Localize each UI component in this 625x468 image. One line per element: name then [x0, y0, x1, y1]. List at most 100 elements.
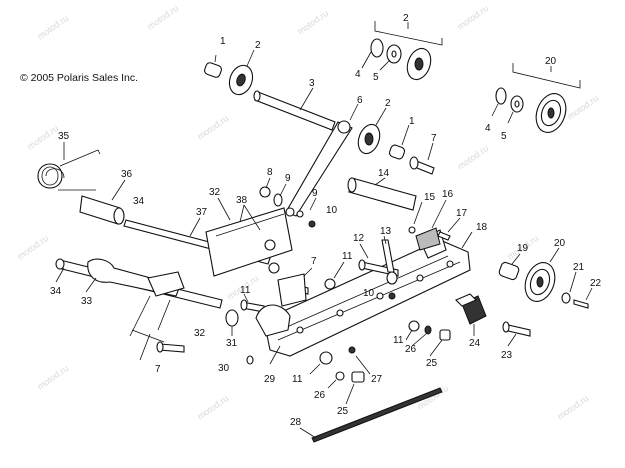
label-part-25: 25	[337, 406, 349, 417]
label-part-26: 26	[314, 390, 326, 401]
label-part-6: 6	[357, 95, 363, 106]
label-part-11: 11	[292, 374, 303, 385]
label-part-15: 15	[424, 192, 436, 203]
label-part-20: 20	[545, 56, 557, 67]
label-part-11: 11	[240, 285, 251, 296]
label-part-35: 35	[58, 131, 70, 142]
label-part-4: 4	[355, 69, 361, 80]
part-6-pivot-arm	[285, 103, 359, 217]
label-part-12: 12	[353, 233, 365, 244]
label-part-5: 5	[373, 72, 379, 83]
part-30-pin	[246, 355, 254, 365]
part-11-26-25-hardware-right	[405, 320, 451, 357]
label-part-33: 33	[81, 296, 93, 307]
label-part-28: 28	[290, 417, 302, 428]
part-32-arm-assembly	[205, 197, 293, 277]
label-part-7: 7	[431, 133, 437, 144]
part-14-front-shaft	[347, 177, 417, 211]
label-part-17: 17	[456, 208, 468, 219]
part-3-idler-shaft	[253, 87, 336, 131]
part-28-hyfax-wear-strip	[299, 387, 443, 443]
label-part-19: 19	[517, 243, 529, 254]
label-part-25: 25	[426, 358, 438, 369]
part-7-bolt-top	[409, 142, 435, 175]
watermark: motod.ru	[295, 8, 330, 37]
label-part-30: 30	[218, 363, 230, 374]
label-part-32: 32	[194, 328, 206, 339]
part-23-bolt	[502, 321, 531, 347]
label-part-24: 24	[469, 338, 481, 349]
watermark: motod.ru	[565, 93, 600, 122]
label-part-13: 13	[380, 226, 392, 237]
part-29-rail-tip	[255, 273, 307, 365]
part-15-16-17-parts	[408, 199, 461, 251]
watermark: motod.ru	[15, 233, 50, 262]
part-8-9-10-hardware-top	[259, 177, 317, 228]
label-part-7: 7	[311, 256, 317, 267]
label-part-1: 1	[220, 36, 226, 47]
part-31-washer	[225, 309, 239, 336]
watermark: motod.ru	[455, 143, 490, 172]
label-part-3: 3	[309, 78, 315, 89]
label-part-10: 10	[363, 288, 375, 299]
label-part-38: 38	[236, 195, 248, 206]
part-labels: 1 2 3 2 4 5 20 4 5 6 2 1 7 35 36 8 9 14 …	[50, 13, 602, 428]
label-part-16: 16	[442, 189, 454, 200]
part-2-idler-wheel-top	[228, 49, 255, 96]
copyright-notice: © 2005 Polaris Sales Inc.	[20, 72, 139, 84]
label-part-18: 18	[476, 222, 488, 233]
part-20-wheel-lower	[524, 247, 560, 302]
label-part-31: 31	[226, 338, 238, 349]
part-7-bolt-left	[156, 341, 185, 353]
part-33-front-arm	[85, 258, 185, 361]
label-part-9: 9	[312, 188, 318, 199]
part-11-10-hardware	[324, 261, 396, 300]
label-part-23: 23	[501, 350, 513, 361]
part-11-bolt-left	[240, 293, 265, 313]
watermark: motod.ru	[35, 363, 70, 392]
label-part-2: 2	[403, 13, 409, 24]
label-part-32: 32	[209, 187, 221, 198]
label-part-1: 1	[409, 116, 415, 127]
label-part-4: 4	[485, 123, 491, 134]
label-part-10: 10	[326, 205, 338, 216]
label-part-29: 29	[264, 374, 276, 385]
watermark: motod.ru	[145, 3, 180, 32]
part-1-bushing-top	[204, 54, 222, 78]
label-part-36: 36	[121, 169, 133, 180]
part-2-wheel-kit-top-right	[361, 21, 443, 81]
label-part-8: 8	[267, 167, 273, 178]
part-1-bushing-mid	[388, 124, 410, 160]
label-part-9: 9	[285, 173, 291, 184]
label-part-11: 11	[393, 335, 404, 346]
label-part-2: 2	[255, 40, 261, 51]
label-part-20: 20	[554, 238, 566, 249]
label-part-27: 27	[371, 374, 383, 385]
label-part-21: 21	[573, 262, 585, 273]
part-35-torsion-spring	[37, 142, 101, 191]
part-20-wheel-kit-right	[491, 63, 581, 133]
label-part-7: 7	[155, 364, 161, 375]
label-part-37: 37	[196, 207, 208, 218]
part-11-26-27-25-hardware-lower	[309, 346, 371, 405]
part-36-spring-bushing	[79, 179, 126, 225]
watermark: motod.ru	[35, 13, 70, 42]
label-part-5: 5	[501, 131, 507, 142]
watermark: motod.ru	[25, 123, 60, 152]
label-part-34: 34	[133, 196, 145, 207]
part-2-idler-wheel-mid	[357, 107, 387, 155]
label-part-11: 11	[342, 251, 353, 262]
label-part-34: 34	[50, 286, 62, 297]
part-21-22-hardware	[561, 271, 593, 309]
part-24-bracket	[455, 293, 487, 336]
label-part-22: 22	[590, 278, 602, 289]
part-19-spacer	[498, 253, 521, 281]
label-part-2: 2	[385, 98, 391, 109]
watermark: motod.ru	[455, 3, 490, 32]
part-12-13-bolts	[358, 235, 399, 285]
watermark: motod.ru	[555, 393, 590, 422]
watermark: motod.ru	[195, 393, 230, 422]
label-part-26: 26	[405, 344, 417, 355]
watermark: motod.ru	[195, 113, 230, 142]
